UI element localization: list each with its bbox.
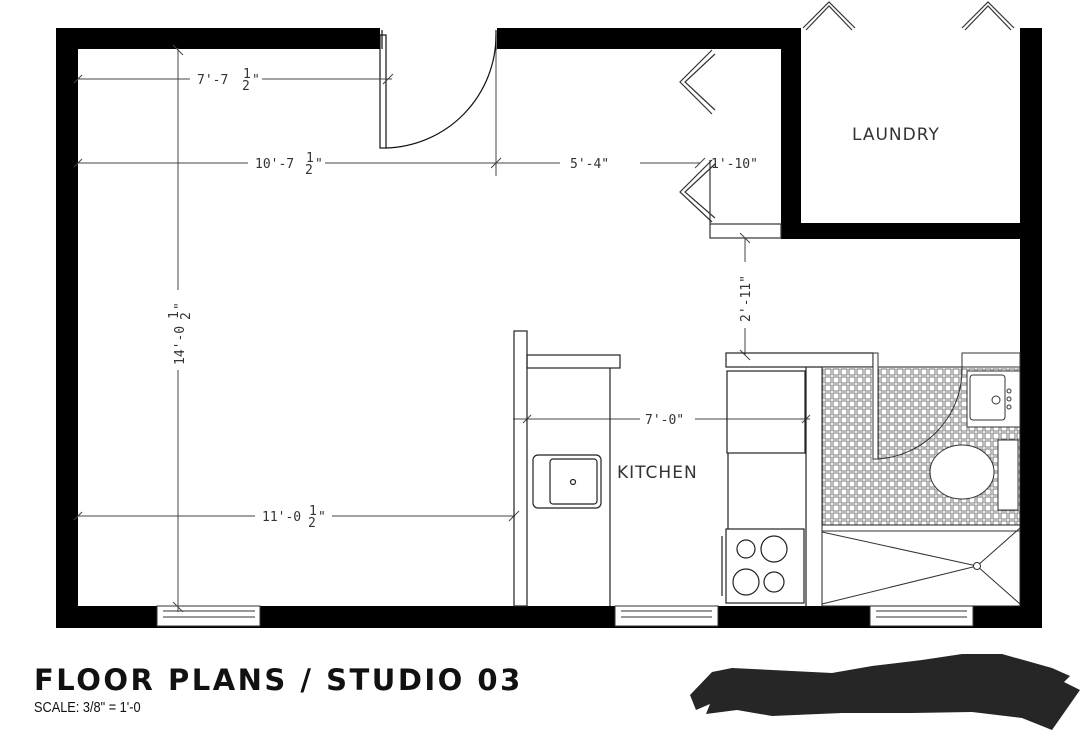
svg-text:11'-0: 11'-0 xyxy=(262,510,301,525)
svg-text:2: 2 xyxy=(308,516,316,531)
svg-text:10'-7: 10'-7 xyxy=(255,157,294,172)
bathroom xyxy=(821,352,1021,607)
closet-bifold-doors xyxy=(679,49,782,239)
svg-text:7'-0": 7'-0" xyxy=(645,413,684,428)
svg-text:2: 2 xyxy=(242,79,250,94)
brush-stroke-decoration xyxy=(690,654,1080,730)
laundry-bifold-doors xyxy=(802,1,1015,31)
page-title: FLOOR PLANS / STUDIO 03 xyxy=(34,663,523,697)
svg-text:1: 1 xyxy=(306,151,314,166)
svg-text:1: 1 xyxy=(167,311,182,319)
svg-text:1'-10": 1'-10" xyxy=(711,157,758,172)
title-block: FLOOR PLANS / STUDIO 03 SCALE: 3/8" = 1'… xyxy=(34,664,523,716)
svg-text:7'-7: 7'-7 xyxy=(197,73,228,88)
walls xyxy=(56,28,1042,628)
svg-text:2: 2 xyxy=(305,163,313,178)
floor-plan-drawing: 7'-7 1 2 " 10'-7 1 2 " 5'-4" 1'-10" 14'-… xyxy=(56,1,1042,628)
svg-text:": " xyxy=(173,302,188,310)
windows xyxy=(156,605,974,627)
room-label-laundry: LAUNDRY xyxy=(852,125,940,145)
svg-text:5'-4": 5'-4" xyxy=(570,157,609,172)
scale-note: SCALE: 3/8" = 1'-0 xyxy=(34,699,141,716)
svg-text:": " xyxy=(252,73,260,88)
svg-text:1: 1 xyxy=(243,67,251,82)
svg-text:14'-0: 14'-0 xyxy=(173,326,188,365)
dimension-labels: 7'-7 1 2 " 10'-7 1 2 " 5'-4" 1'-10" 14'-… xyxy=(167,67,758,531)
svg-text:": " xyxy=(315,157,323,172)
room-label-kitchen: KITCHEN xyxy=(617,463,698,483)
entry-door xyxy=(379,30,497,149)
svg-text:2'-11": 2'-11" xyxy=(739,275,754,322)
dimension-lines xyxy=(73,44,811,613)
svg-text:": " xyxy=(318,510,326,525)
svg-text:1: 1 xyxy=(309,504,317,519)
svg-text:2: 2 xyxy=(179,312,194,320)
